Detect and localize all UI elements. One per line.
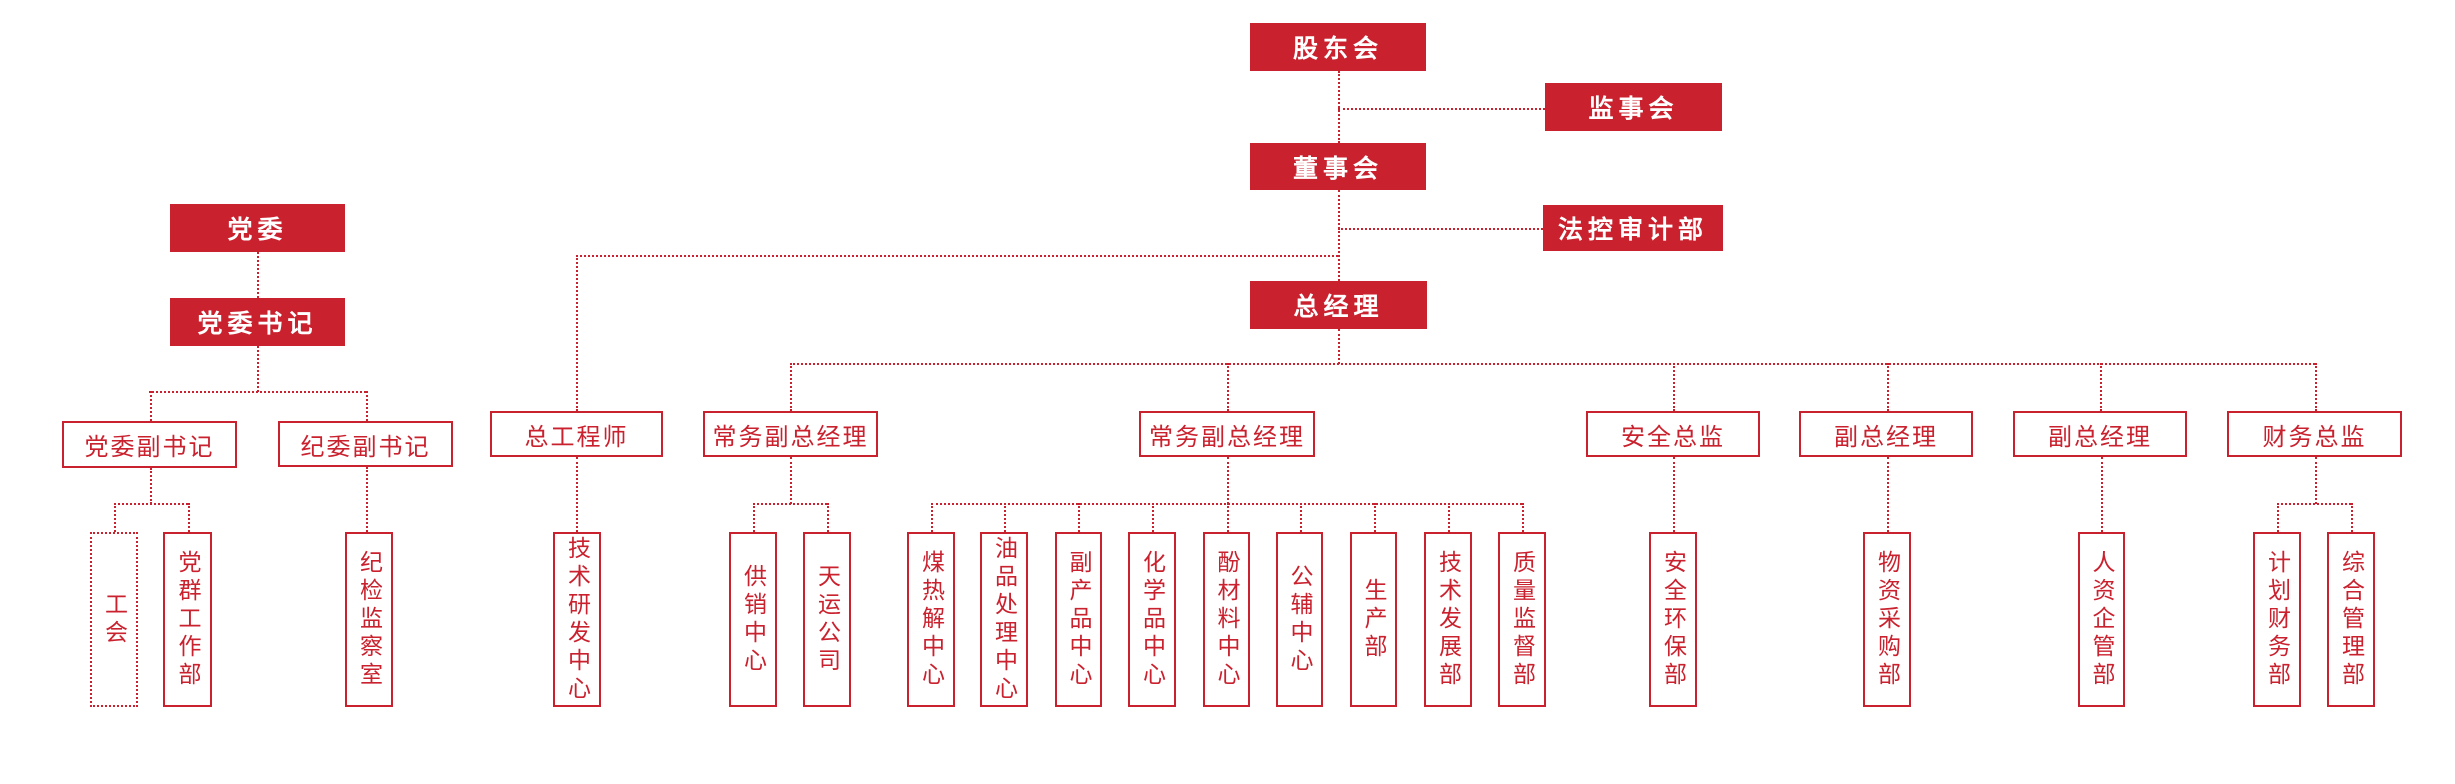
org-connector-line xyxy=(1338,190,1340,281)
org-connector-line xyxy=(753,503,755,532)
org-node-oil-processing-center: 油品处理中心 xyxy=(980,532,1028,707)
org-connector-line xyxy=(1448,503,1450,532)
org-node-general-manager: 总经理 xyxy=(1250,281,1427,329)
org-node-supervisory-board: 监事会 xyxy=(1545,83,1722,131)
org-node-general-management-dept: 综合管理部 xyxy=(2327,532,2375,707)
org-connector-line xyxy=(114,503,116,532)
org-node-party-committee-secretary: 党委书记 xyxy=(170,298,345,346)
org-connector-line xyxy=(1338,228,1543,230)
org-connector-line xyxy=(790,363,792,411)
org-connector-line xyxy=(2101,457,2103,532)
org-connector-line xyxy=(1227,363,1229,411)
org-node-coal-pyrolysis-center: 煤热解中心 xyxy=(907,532,955,707)
org-connector-line xyxy=(149,391,366,393)
org-node-phenol-materials-center: 酚材料中心 xyxy=(1203,532,1250,707)
org-node-utilities-center: 公辅中心 xyxy=(1276,532,1323,707)
org-node-production-dept: 生产部 xyxy=(1350,532,1397,707)
org-connector-line xyxy=(150,391,152,421)
org-node-safety-director: 安全总监 xyxy=(1586,411,1760,457)
org-node-hr-enterprise-mgmt-dept: 人资企管部 xyxy=(2078,532,2125,707)
org-node-planning-finance-dept: 计划财务部 xyxy=(2253,532,2301,707)
org-node-deputy-party-secretary: 党委副书记 xyxy=(62,421,237,468)
org-connector-line xyxy=(576,457,578,532)
org-connector-line xyxy=(188,503,190,532)
org-node-board-of-directors: 董事会 xyxy=(1250,143,1426,190)
org-connector-line xyxy=(150,468,152,504)
org-node-tech-rd-center: 技术研发中心 xyxy=(553,532,601,707)
org-connector-line xyxy=(1300,503,1302,532)
org-node-safety-env-protection-dept: 安全环保部 xyxy=(1649,532,1697,707)
org-node-deputy-discipline-secretary: 纪委副书记 xyxy=(278,421,453,467)
org-connector-line xyxy=(1338,108,1545,110)
org-connector-line xyxy=(753,503,827,505)
org-connector-line xyxy=(931,503,933,532)
org-connector-line xyxy=(1338,71,1340,143)
org-connector-line xyxy=(1887,457,1889,532)
org-connector-line xyxy=(114,503,188,505)
org-connector-line xyxy=(931,503,1522,505)
org-node-labor-union: 工会 xyxy=(90,532,138,707)
org-connector-line xyxy=(257,346,259,392)
org-connector-line xyxy=(1887,363,1889,411)
org-connector-line xyxy=(1078,503,1080,532)
org-node-quality-supervision-dept: 质量监督部 xyxy=(1498,532,1546,707)
org-connector-line xyxy=(1673,457,1675,532)
org-connector-line xyxy=(366,391,368,421)
org-connector-line xyxy=(790,457,792,504)
org-node-legal-control-audit-dept: 法控审计部 xyxy=(1543,205,1723,251)
org-connector-line xyxy=(2277,503,2351,505)
org-node-executive-deputy-gm-1: 常务副总经理 xyxy=(703,411,878,457)
org-node-shareholders-meeting: 股东会 xyxy=(1250,23,1426,71)
org-connector-line xyxy=(1673,363,1675,411)
org-node-party-masses-work-dept: 党群工作部 xyxy=(163,532,212,707)
org-node-finance-director: 财务总监 xyxy=(2227,411,2402,457)
org-connector-line xyxy=(366,467,368,532)
org-connector-line xyxy=(576,255,578,411)
org-connector-line xyxy=(257,252,259,298)
org-connector-line xyxy=(1152,503,1154,532)
org-node-deputy-gm-1: 副总经理 xyxy=(1799,411,1973,457)
org-node-tianyun-company: 天运公司 xyxy=(803,532,851,707)
org-node-materials-procurement-dept: 物资采购部 xyxy=(1863,532,1911,707)
org-connector-line xyxy=(790,363,2315,365)
org-node-tech-development-dept: 技术发展部 xyxy=(1424,532,1472,707)
org-node-party-committee: 党委 xyxy=(170,204,345,252)
org-connector-line xyxy=(2315,363,2317,411)
org-connector-line xyxy=(1338,329,1340,364)
org-node-executive-deputy-gm-2: 常务副总经理 xyxy=(1139,411,1315,457)
org-node-chief-engineer: 总工程师 xyxy=(490,411,663,457)
org-node-discipline-inspection-office: 纪检监察室 xyxy=(345,532,393,707)
org-connector-line xyxy=(2351,503,2353,532)
org-connector-line xyxy=(827,503,829,532)
org-connector-line xyxy=(1374,503,1376,532)
org-node-deputy-gm-2: 副总经理 xyxy=(2013,411,2187,457)
org-connector-line xyxy=(1004,503,1006,532)
org-connector-line xyxy=(1227,457,1229,504)
org-node-chemicals-center: 化学品中心 xyxy=(1128,532,1176,707)
org-connector-line xyxy=(1522,503,1524,532)
org-connector-line xyxy=(2315,457,2317,504)
org-node-byproduct-center: 副产品中心 xyxy=(1055,532,1102,707)
org-connector-line xyxy=(1227,503,1229,532)
org-connector-line xyxy=(2277,503,2279,532)
org-connector-line xyxy=(2100,363,2102,411)
org-connector-line xyxy=(576,255,1338,257)
org-node-supply-sales-center: 供销中心 xyxy=(729,532,777,707)
